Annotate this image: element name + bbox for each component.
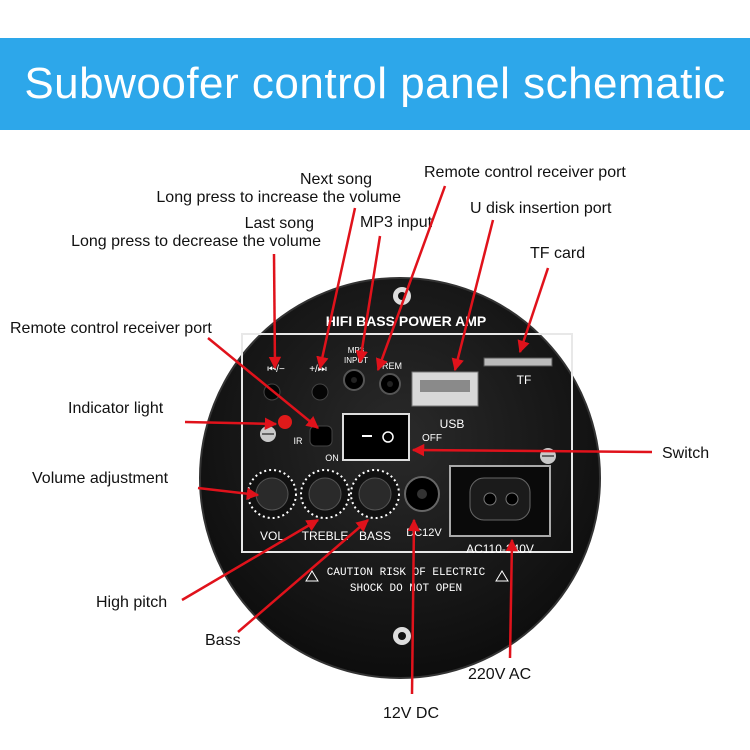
arrow-dc	[407, 518, 421, 695]
dc12v-label: DC12V	[406, 527, 442, 539]
on-label: ON	[325, 453, 339, 463]
power-switch[interactable]	[342, 413, 410, 461]
next-song-button[interactable]	[311, 383, 329, 401]
ir-label: IR	[294, 436, 304, 446]
label-220v-ac: 220V AC	[468, 666, 531, 683]
label-high-pitch: High pitch	[96, 594, 167, 611]
tf-card-slot[interactable]	[483, 357, 553, 367]
arrow-last-song	[268, 253, 282, 370]
caution-line-1: CAUTION RISK OF ELECTRIC	[327, 567, 486, 579]
label-long-press-increase: Long press to increase the volume	[156, 189, 401, 206]
label-switch: Switch	[662, 445, 709, 462]
off-label: OFF	[422, 433, 442, 444]
label-indicator-light: Indicator light	[68, 400, 164, 417]
label-mp3-input: MP3 input	[360, 214, 433, 231]
mp3-input-label-2: INPUT	[344, 356, 368, 365]
arrow-remote-top	[375, 185, 447, 372]
arrow-ac	[505, 538, 519, 659]
arrow-mp3-input	[355, 235, 382, 364]
label-long-press-decrease: Long press to decrease the volume	[71, 233, 321, 250]
callout-arrows	[181, 185, 653, 695]
vol-label: VOL	[260, 529, 284, 543]
label-12v-dc: 12V DC	[383, 705, 439, 722]
arrow-switch	[411, 443, 653, 457]
arrow-volume	[197, 486, 260, 500]
brand-label: HIFI BASS POWER AMP	[326, 313, 487, 329]
arrow-u-disk	[451, 219, 495, 372]
control-frame	[241, 333, 573, 553]
arrow-bass	[237, 519, 369, 633]
label-next-song: Next song	[300, 171, 372, 188]
warning-icon-left	[305, 570, 319, 582]
prev-key-label: ⏮/−	[267, 364, 285, 375]
next-key-label: +/⏭	[309, 364, 327, 375]
arrow-indicator	[184, 417, 278, 431]
label-volume-adjustment: Volume adjustment	[32, 470, 169, 487]
treble-knob[interactable]	[300, 469, 350, 519]
arrow-remote-left	[207, 337, 319, 429]
tf-label: TF	[517, 373, 532, 387]
rem-label: REM	[382, 361, 402, 371]
label-bass: Bass	[205, 632, 241, 649]
usb-label: USB	[440, 417, 465, 431]
label-last-song: Last song	[245, 215, 314, 232]
warning-icon-right	[495, 570, 509, 582]
indicator-light	[278, 415, 292, 429]
label-tf-card: TF card	[530, 245, 585, 262]
arrow-next-song	[316, 207, 357, 370]
ir-receiver	[309, 425, 333, 447]
header-banner: Subwoofer control panel schematic	[0, 38, 750, 130]
treble-label: TREBLE	[302, 529, 349, 543]
arrow-high-pitch	[181, 518, 320, 602]
volume-knob[interactable]	[247, 469, 297, 519]
label-remote-receiver-left: Remote control receiver port	[10, 320, 212, 337]
bass-label: BASS	[359, 529, 391, 543]
caution-line-2: SHOCK DO NOT OPEN	[350, 583, 462, 595]
label-u-disk: U disk insertion port	[470, 200, 612, 217]
ac-label: AC110-240V	[466, 542, 534, 556]
arrow-tf-card	[517, 267, 550, 354]
page-title: Subwoofer control panel schematic	[24, 59, 726, 108]
bass-knob[interactable]	[350, 469, 400, 519]
label-remote-receiver-top: Remote control receiver port	[424, 164, 626, 181]
